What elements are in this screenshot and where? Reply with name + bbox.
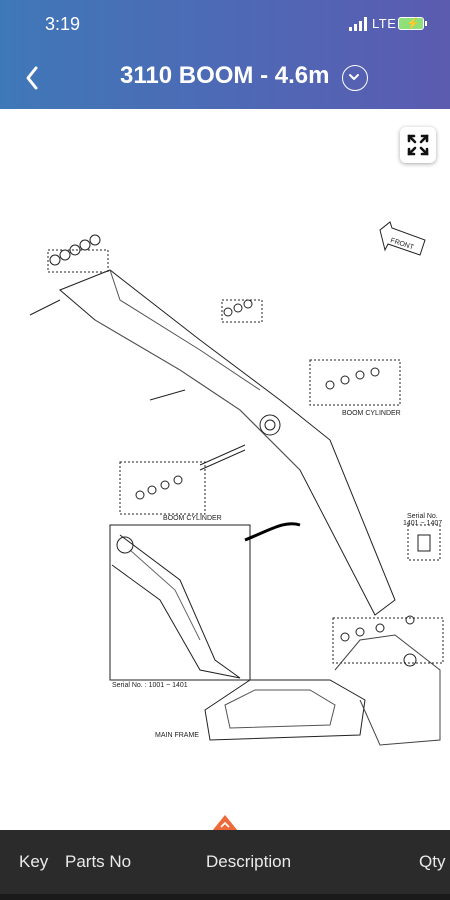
- parts-table-header: Key Parts No Description Qty: [0, 830, 450, 900]
- label-serial-right-range: 1401 ~ 1407: [403, 520, 442, 527]
- column-qty: Qty: [419, 852, 446, 871]
- chevron-down-icon: [349, 74, 359, 80]
- battery-icon: ⚡: [398, 17, 427, 30]
- back-arrow-icon[interactable]: [18, 58, 46, 98]
- expand-icon: [407, 134, 429, 156]
- signal-icon: [349, 17, 367, 31]
- navigation-bar: [0, 894, 450, 900]
- sheet-expand-handle[interactable]: [212, 815, 238, 831]
- column-parts-no: Parts No: [65, 852, 132, 871]
- status-time: 3:19: [45, 14, 81, 34]
- label-boom-cylinder-1: BOOM CYLINDER: [342, 410, 401, 417]
- label-serial-right: Serial No.: [407, 513, 438, 520]
- status-bar: 3:19 LTE ⚡: [0, 0, 450, 48]
- washer-set-lower: [119, 461, 206, 515]
- label-serial-bottom: Serial No. : 1001 ~ 1401: [112, 682, 188, 689]
- washer-set-mid: [221, 299, 263, 323]
- washer-set-top-left: [47, 234, 109, 273]
- label-boom-cylinder-2: BOOM CYLINDER: [163, 515, 222, 522]
- label-main-frame: MAIN FRAME: [155, 732, 199, 739]
- detail-inset: [109, 524, 251, 681]
- main-frame: [204, 679, 366, 741]
- washer-set-right: [309, 359, 401, 406]
- column-description: Description: [206, 852, 292, 871]
- title-dropdown-button[interactable]: [342, 65, 368, 91]
- app-header: 3:19 LTE ⚡ 3110 BOOM - 4.6m: [0, 0, 450, 109]
- column-key: Key: [19, 852, 49, 871]
- front-arrow: [379, 221, 426, 256]
- network-type: LTE: [372, 16, 397, 31]
- page-title: 3110 BOOM - 4.6m: [120, 62, 330, 89]
- parts-diagram[interactable]: FRONT BOOM CYLINDER BOOM CYLINDER Serial…: [0, 200, 450, 760]
- washer-set-bottom: [332, 615, 444, 664]
- chevron-up-icon: [220, 821, 230, 828]
- fullscreen-button[interactable]: [400, 127, 436, 163]
